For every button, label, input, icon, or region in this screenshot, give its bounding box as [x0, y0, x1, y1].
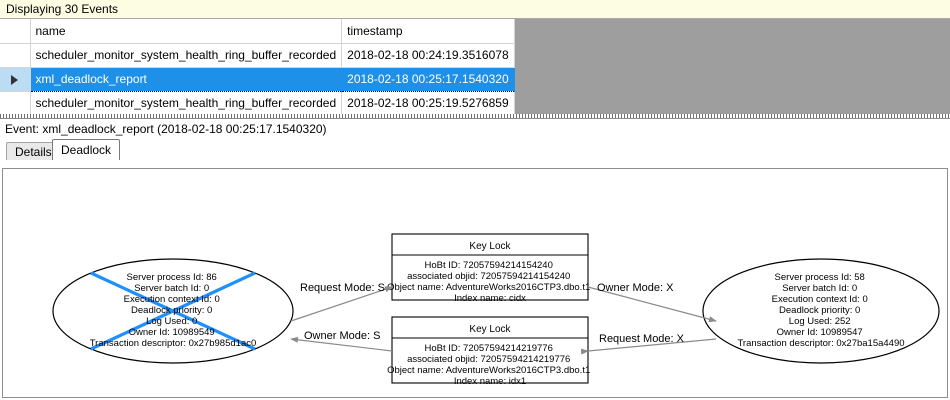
cell-timestamp[interactable]: 2018-02-18 00:24:19.3516078	[341, 43, 515, 68]
edge-right-request-bottom[interactable]: Request Mode: X	[580, 333, 717, 355]
bottom-resource-box-shape	[391, 316, 589, 384]
table-header-row: name timestamp	[0, 19, 515, 44]
banner-text: Displaying 30 Events	[6, 2, 119, 16]
deadlock-victim-cross-icon	[90, 271, 256, 351]
tab-deadlock[interactable]: Deadlock	[52, 139, 121, 160]
column-header-timestamp[interactable]: timestamp	[341, 19, 515, 44]
top-resource-box-shape	[391, 233, 589, 301]
edge-top-owner-right-line	[587, 286, 717, 323]
left-process-line-5: Owner Id: 10989549	[129, 327, 215, 338]
edge-bottom-owner-left-line	[290, 336, 393, 352]
edge-left-request-top[interactable]: Request Mode: S	[290, 282, 393, 322]
table-row[interactable]: scheduler_monitor_system_health_ring_buf…	[0, 43, 515, 68]
right-process-line-3: Deadlock priority: 0	[779, 305, 860, 316]
right-process-line-5: Owner Id: 10989547	[777, 327, 863, 338]
left-process-line-6: Transaction descriptor: 0x27b985d1ac0	[90, 338, 257, 349]
edge-right-request-bottom-label: Request Mode: X	[599, 333, 685, 345]
right-process-line-1: Server batch Id: 0	[782, 283, 857, 294]
edge-top-owner-right-label: Owner Mode: X	[597, 282, 674, 294]
events-grid[interactable]: name timestamp scheduler_monitor_system_…	[0, 19, 950, 119]
column-header-selector[interactable]	[0, 19, 31, 44]
detail-tabstrip[interactable]: Details Deadlock	[0, 139, 950, 160]
edge-right-request-bottom-line	[580, 338, 717, 355]
bottom-resource-line-2: Object name: AdventureWorks2016CTP3.dbo.…	[387, 365, 590, 376]
cell-timestamp[interactable]: 2018-02-18 00:25:19.5276859	[341, 91, 515, 116]
left-process-line-0: Server process Id: 86	[127, 272, 217, 283]
top-resource-line-3: Index name: cidx	[454, 293, 526, 304]
top-resource-line-2: Object name: AdventureWorks2016CTP3.dbo.…	[387, 282, 590, 293]
current-row-arrow-icon	[11, 74, 19, 85]
node-top-resource[interactable]: Key Lock HoBt ID: 72057594214154240 asso…	[387, 233, 593, 304]
left-process-text: Server process Id: 86 Server batch Id: 0…	[90, 272, 257, 349]
cell-name[interactable]: xml_deadlock_report	[29, 66, 343, 92]
cell-timestamp[interactable]: 2018-02-18 00:25:17.1540320	[341, 66, 515, 92]
edge-top-owner-right[interactable]: Owner Mode: X	[587, 282, 717, 323]
right-process-line-4: Log Used: 252	[789, 316, 851, 327]
node-left-process[interactable]: Server process Id: 86 Server batch Id: 0…	[52, 258, 294, 364]
table-row-selected[interactable]: xml_deadlock_report 2018-02-18 00:25:17.…	[0, 66, 515, 92]
right-process-text: Server process Id: 58 Server batch Id: 0…	[737, 272, 904, 349]
edge-bottom-owner-left[interactable]: Owner Mode: S	[290, 330, 393, 352]
cell-name[interactable]: scheduler_monitor_system_health_ring_buf…	[30, 91, 343, 116]
bottom-resource-line-1: associated objid: 72057594214219776	[407, 354, 570, 365]
bottom-resource-line-3: Index name: idx1	[454, 376, 526, 387]
event-caption-text: Event: xml_deadlock_report (2018-02-18 0…	[5, 122, 327, 136]
edge-bottom-owner-left-label: Owner Mode: S	[304, 330, 380, 342]
top-resource-text: HoBt ID: 72057594214154240 associated ob…	[387, 260, 593, 304]
grid-splitter[interactable]	[0, 114, 950, 118]
deadlock-graph-svg[interactable]: Server process Id: 86 Server batch Id: 0…	[3, 169, 948, 397]
top-resource-line-0: HoBt ID: 72057594214154240	[425, 260, 553, 271]
top-resource-title: Key Lock	[469, 241, 511, 252]
node-bottom-resource[interactable]: Key Lock HoBt ID: 72057594214219776 asso…	[387, 316, 593, 387]
column-header-name[interactable]: name	[30, 19, 343, 44]
cell-name[interactable]: scheduler_monitor_system_health_ring_buf…	[30, 43, 343, 68]
event-caption: Event: xml_deadlock_report (2018-02-18 0…	[0, 119, 950, 139]
top-resource-line-1: associated objid: 72057594214154240	[407, 271, 570, 282]
table-row[interactable]: scheduler_monitor_system_health_ring_buf…	[0, 91, 515, 116]
right-process-line-2: Execution context Id: 0	[772, 294, 868, 305]
bottom-resource-text: HoBt ID: 72057594214219776 associated ob…	[387, 343, 593, 387]
edge-left-request-top-line	[290, 286, 393, 322]
left-process-line-2: Execution context Id: 0	[124, 294, 220, 305]
node-right-process[interactable]: Server process Id: 58 Server batch Id: 0…	[702, 258, 940, 364]
left-process-line-1: Server batch Id: 0	[134, 283, 209, 294]
left-process-line-3: Deadlock priority: 0	[131, 305, 212, 316]
row-selector-cell[interactable]	[0, 91, 31, 116]
bottom-resource-line-0: HoBt ID: 72057594214219776	[425, 343, 553, 354]
right-process-ellipse-shape	[702, 258, 940, 364]
deadlock-graph-panel[interactable]: Server process Id: 86 Server batch Id: 0…	[2, 168, 948, 398]
displaying-events-banner: Displaying 30 Events	[0, 0, 950, 19]
left-process-line-4: Log Used: 0	[146, 316, 197, 327]
events-table[interactable]: name timestamp scheduler_monitor_system_…	[0, 19, 515, 116]
row-selector-cell[interactable]	[0, 67, 31, 92]
right-process-line-6: Transaction descriptor: 0x27ba15a4490	[737, 338, 904, 349]
edge-left-request-top-label: Request Mode: S	[300, 282, 385, 294]
row-selector-cell[interactable]	[0, 43, 31, 68]
right-process-line-0: Server process Id: 58	[775, 272, 865, 283]
bottom-resource-title: Key Lock	[469, 324, 511, 335]
